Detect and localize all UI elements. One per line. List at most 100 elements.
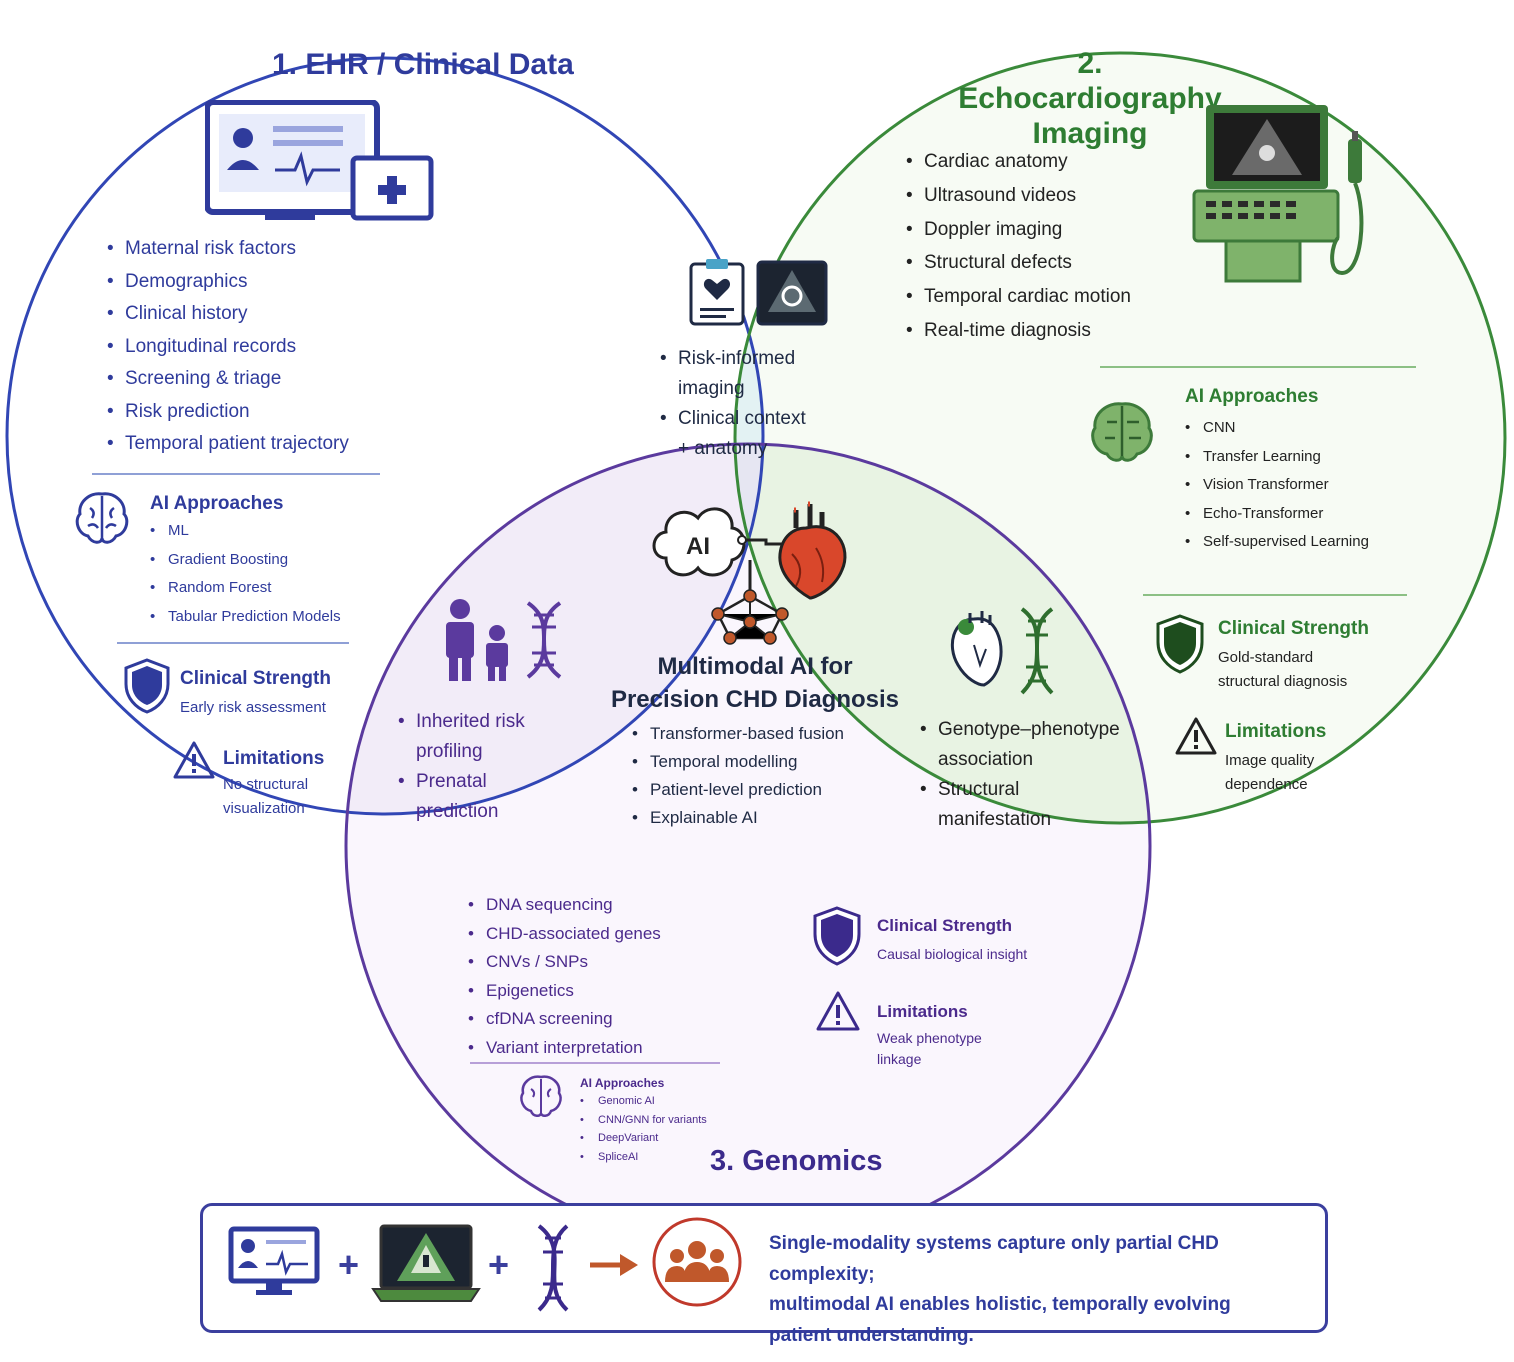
summary-banner: + + Single-modality systems capture only… <box>200 1203 1328 1346</box>
ehr-ai-title: AI Approaches <box>150 493 284 514</box>
list-item: Genomic AI <box>580 1092 730 1111</box>
heart-dna-icon <box>950 607 1054 695</box>
ehr-ai-list: ML Gradient Boosting Random Forest Tabul… <box>150 517 390 631</box>
network-node-icon <box>711 560 789 645</box>
plus-icon: + <box>338 1244 360 1285</box>
parent-child-icon <box>446 599 508 681</box>
shield-icon <box>813 906 861 966</box>
list-item: Risk prediction <box>107 396 407 429</box>
list-item: Clinical context+ anatomy <box>660 404 850 464</box>
list-item: Transformer-based fusion <box>632 720 892 748</box>
center-title: Multimodal AI for Precision CHD Diagnosi… <box>610 653 900 713</box>
list-item: Explainable AI <box>632 804 892 832</box>
brain-circuit-icon <box>1091 402 1153 462</box>
list-item: Ultrasound videos <box>906 179 1206 213</box>
echo-strength-title: Clinical Strength <box>1218 618 1369 639</box>
ai-cloud-icon: AI <box>652 507 746 577</box>
list-item: DeepVariant <box>580 1129 730 1148</box>
dna-icon <box>537 1224 569 1312</box>
ehr-strength-title: Clinical Strength <box>180 668 331 689</box>
list-item: Cardiac anatomy <box>906 145 1206 179</box>
divider <box>1100 366 1416 368</box>
list-item: Real-time diagnosis <box>906 314 1206 348</box>
list-item: Structural defects <box>906 246 1206 280</box>
list-item: cfDNA screening <box>468 1005 728 1034</box>
genomics-title: 3. Genomics <box>710 1145 883 1177</box>
list-item: Patient-level prediction <box>632 776 892 804</box>
ehr-title: 1. EHR / Clinical Data <box>272 48 574 81</box>
list-item: Transfer Learning <box>1185 443 1425 472</box>
list-item: Epigenetics <box>468 977 728 1006</box>
list-item: Gradient Boosting <box>150 546 390 575</box>
divider <box>1143 594 1407 596</box>
list-item: CNN <box>1185 414 1425 443</box>
genomics-ai-list: Genomic AI CNN/GNN for variants DeepVari… <box>580 1092 730 1166</box>
echo-ai-list: CNN Transfer Learning Vision Transformer… <box>1185 414 1425 557</box>
genomics-strength-title: Clinical Strength <box>877 916 1013 935</box>
list-item: Demographics <box>107 266 407 299</box>
list-item: Longitudinal records <box>107 331 407 364</box>
list-item: CNVs / SNPs <box>468 948 728 977</box>
list-item: Vision Transformer <box>1185 471 1425 500</box>
list-item: CNN/GNN for variants <box>580 1111 730 1130</box>
brain-icon <box>520 1075 562 1117</box>
echo-title: 2. Echocardiography Imaging <box>958 47 1222 150</box>
list-item: DNA sequencing <box>468 891 728 920</box>
svg-text:AI: AI <box>686 533 710 560</box>
list-item: Echo-Transformer <box>1185 500 1425 529</box>
ultrasound-scan-icon <box>756 260 828 326</box>
list-item: ML <box>150 517 390 546</box>
ultrasound-machine-icon <box>1192 105 1364 283</box>
ehr-limit-title: Limitations <box>223 748 325 769</box>
genomics-strength-text: Causal biological insight <box>877 946 1028 962</box>
list-item: Variant interpretation <box>468 1034 728 1063</box>
patient-group-icon <box>652 1217 742 1307</box>
warning-icon <box>816 991 860 1031</box>
echo-strength-text: Gold-standard structural diagnosis <box>1218 649 1348 690</box>
divider <box>117 642 349 644</box>
list-item: SpliceAI <box>580 1148 730 1167</box>
arrow-right-icon <box>590 1254 638 1276</box>
genomics-data-list: DNA sequencing CHD-associated genes CNVs… <box>468 891 728 1062</box>
list-item: Temporal patient trajectory <box>107 428 407 461</box>
banner-text: Single-modality systems capture only par… <box>769 1233 1231 1346</box>
list-item: Clinical history <box>107 298 407 331</box>
list-item: Temporal cardiac motion <box>906 280 1206 314</box>
ehr-data-list: Maternal risk factors Demographics Clini… <box>107 233 407 461</box>
heart-icon <box>778 501 847 600</box>
center-list: Transformer-based fusion Temporal modell… <box>632 720 892 832</box>
list-item: Temporal modelling <box>632 748 892 776</box>
overlap-icons <box>689 259 828 326</box>
echo-limit-text: Image quality dependence <box>1225 752 1315 793</box>
echo-data-list: Cardiac anatomy Ultrasound videos Dopple… <box>906 145 1206 348</box>
genomics-limit-title: Limitations <box>877 1002 968 1021</box>
genomics-ai-title: AI Approaches <box>580 1076 665 1090</box>
list-item: Self-supervised Learning <box>1185 528 1425 557</box>
anatomical-heart-icon <box>950 611 1003 687</box>
clipboard-heart-icon <box>689 259 745 326</box>
list-item: Screening & triage <box>107 363 407 396</box>
ai-heart-network-graphic: AI <box>652 501 847 645</box>
shield-icon <box>1156 614 1204 674</box>
ehr-limit-text: No structural visualization <box>223 776 309 817</box>
warning-icon <box>1175 717 1217 755</box>
ehr-strength-text: Early risk assessment <box>180 699 326 716</box>
ultrasound-laptop-icon <box>371 1224 481 1302</box>
family-dna-icon <box>446 599 562 681</box>
brain-icon <box>75 492 129 544</box>
list-item: CHD-associated genes <box>468 920 728 949</box>
warning-icon <box>173 741 215 779</box>
list-item: Random Forest <box>150 574 390 603</box>
dna-icon <box>526 601 562 679</box>
list-item: Maternal risk factors <box>107 233 407 266</box>
ehr-monitor-icon <box>228 1226 320 1295</box>
dna-icon <box>1020 607 1054 695</box>
plus-icon: + <box>488 1244 510 1285</box>
list-item: Doppler imaging <box>906 213 1206 247</box>
